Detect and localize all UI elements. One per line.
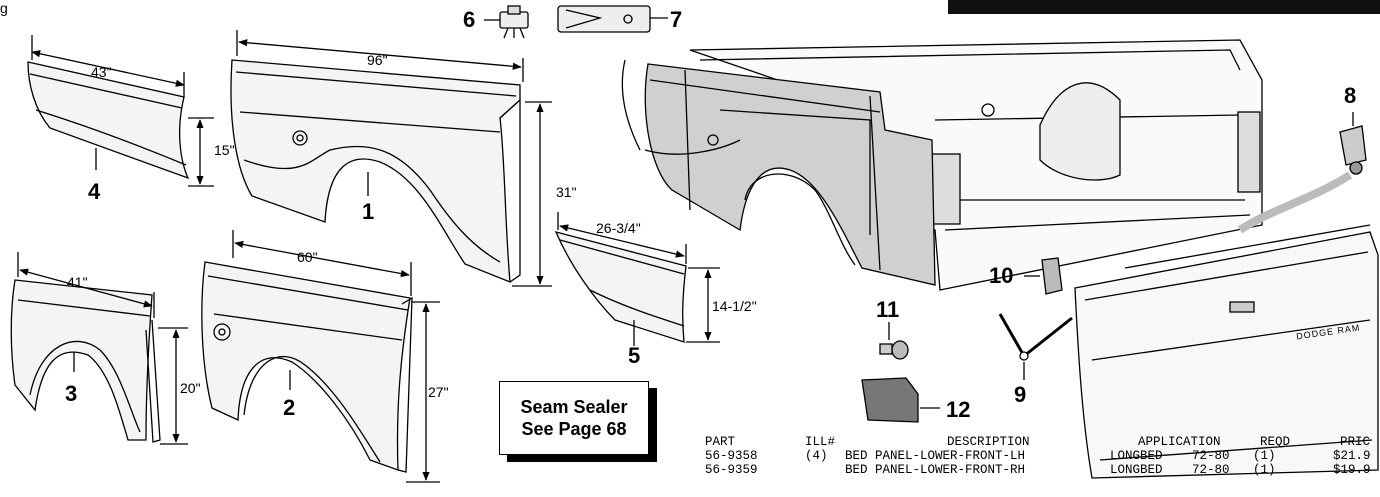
callout-12: 12 xyxy=(946,397,971,422)
panel-2-width-label: 60" xyxy=(297,249,318,265)
truck-bed-drawing xyxy=(621,39,1263,291)
panel-4-width-label: 43" xyxy=(91,64,112,80)
header-price: PRIC xyxy=(1340,435,1371,449)
panel-5-drawing xyxy=(554,231,687,346)
part-8-latch xyxy=(1339,112,1367,175)
header-reqd: REQD xyxy=(1260,435,1291,449)
part-10-striker xyxy=(1024,257,1063,295)
callout-3: 3 xyxy=(65,381,78,406)
row-part: 56-9358 xyxy=(705,449,758,463)
callout-1: 1 xyxy=(362,199,375,224)
panel-3-width-label: 41" xyxy=(67,274,88,290)
panel-3-drawing xyxy=(10,279,161,443)
row-description: BED PANEL-LOWER-FRONT-RH xyxy=(845,463,1026,477)
panel-2-height-label: 27" xyxy=(428,384,449,400)
row-reqd: (1) xyxy=(1253,449,1276,463)
row-ill: (4) xyxy=(805,449,828,463)
callout-6: 6 xyxy=(463,7,476,32)
panel-4-height-label: 15" xyxy=(214,142,235,158)
tailgate-drawing xyxy=(1074,171,1379,479)
corner-text: g xyxy=(0,0,8,16)
callout-4: 4 xyxy=(88,179,101,204)
part-9-tailgate-support xyxy=(998,313,1073,380)
panel-1-width-label: 96" xyxy=(367,52,388,68)
header-description: DESCRIPTION xyxy=(947,435,1030,449)
seam-sealer-note: Seam Sealer See Page 68 xyxy=(499,381,649,455)
row-part: 56-9359 xyxy=(705,463,758,477)
callout-5: 5 xyxy=(628,343,641,368)
part-12-bracket xyxy=(861,377,940,423)
row-application: LONGBED xyxy=(1110,463,1163,477)
callout-10: 10 xyxy=(989,263,1014,288)
panel-1-height-label: 31" xyxy=(556,184,577,200)
callout-9: 9 xyxy=(1014,382,1027,407)
callout-8: 8 xyxy=(1344,83,1357,108)
part-6-clip xyxy=(484,5,529,39)
row-application: LONGBED xyxy=(1110,449,1163,463)
panel-2-drawing xyxy=(201,261,413,473)
header-ill: ILL# xyxy=(805,435,836,449)
header-bar xyxy=(948,0,1380,14)
row-years: 72-80 xyxy=(1192,449,1230,463)
part-7-clip xyxy=(557,5,668,33)
row-years: 72-80 xyxy=(1192,463,1230,477)
header-part: PART xyxy=(705,435,736,449)
callout-7: 7 xyxy=(670,7,683,32)
callout-2: 2 xyxy=(283,395,296,420)
table-row: 56-9359 BED PANEL-LOWER-FRONT-RH LONGBED… xyxy=(705,463,1380,477)
seam-sealer-line-2: See Page 68 xyxy=(521,419,627,439)
table-header-row: PART ILL# DESCRIPTION APPLICATION REQD P… xyxy=(705,435,1380,449)
row-reqd: (1) xyxy=(1253,463,1276,477)
panel-5-width-label: 26-3/4" xyxy=(596,220,641,236)
seam-sealer-line-1: Seam Sealer xyxy=(520,397,628,417)
header-application: APPLICATION xyxy=(1138,435,1221,449)
panel-5-height-label: 14-1/2" xyxy=(712,298,757,314)
row-price: $21.9 xyxy=(1333,449,1371,463)
panel-3-height-label: 20" xyxy=(180,380,201,396)
callout-11: 11 xyxy=(876,297,900,322)
parts-table: PART ILL# DESCRIPTION APPLICATION REQD P… xyxy=(705,435,1380,477)
table-row: 56-9358 (4) BED PANEL-LOWER-FRONT-LH LON… xyxy=(705,449,1380,463)
row-description: BED PANEL-LOWER-FRONT-LH xyxy=(845,449,1026,463)
part-11-bolt xyxy=(879,322,909,360)
panel-1-drawing xyxy=(230,59,521,283)
row-price: $19.9 xyxy=(1333,463,1371,477)
